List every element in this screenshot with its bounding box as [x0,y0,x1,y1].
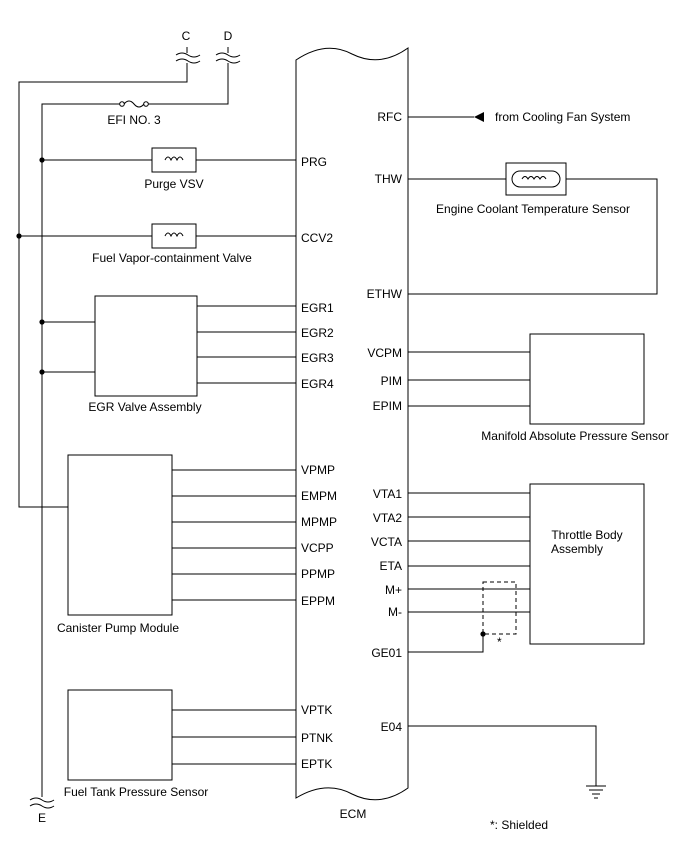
pin-vptk: VPTK [301,703,332,717]
fuel-vapor-valve-symbol [151,223,197,249]
pin-mplus: M+ [385,583,402,597]
pin-vta1: VTA1 [373,487,402,501]
pin-vcpm: VCPM [367,346,402,360]
shielded-note: *: Shielded [490,818,548,832]
fuel-tank-wires [172,709,296,765]
pin-vcpp: VCPP [301,541,334,555]
pin-egr4: EGR4 [301,377,334,391]
pin-vcta: VCTA [371,535,402,549]
ecm-block [295,47,409,801]
shield-outline [482,581,517,635]
right-pin-labels: RFC THW ETHW VCPM PIM EPIM VTA1 VTA2 VCT… [367,110,403,734]
wire-e04 [408,725,597,786]
connector-c-label: C [182,29,191,43]
purge-vsv-symbol [151,147,197,173]
map-sensor-label: Manifold Absolute Pressure Sensor [481,429,668,443]
junction-dots [16,157,45,375]
coolant-sensor-symbol [505,162,567,196]
shield-junction-dot [480,631,486,637]
egr-valve-box [94,295,198,397]
ground-icon [586,785,606,799]
pin-vpmp: VPMP [301,463,335,477]
pin-eppm: EPPM [301,594,335,608]
pin-ccv2: CCV2 [301,231,333,245]
connector-e-label: E [38,811,46,825]
pin-mpmp: MPMP [301,515,337,529]
pin-eta: ETA [380,559,402,573]
pin-ptnk: PTNK [301,731,333,745]
fuse-label: EFI NO. 3 [107,113,161,127]
pin-egr2: EGR2 [301,326,334,340]
connector-e-break-mark [29,797,55,809]
map-sensor-wires [408,351,530,407]
connector-d-label: D [224,29,233,43]
pin-eptk: EPTK [301,757,332,771]
fuel-vapor-valve-label: Fuel Vapor-containment Valve [92,251,252,265]
connector-d-break-mark [215,52,241,64]
pin-epim: EPIM [373,399,402,413]
fuse-icon [119,100,149,108]
pin-vta2: VTA2 [373,511,402,525]
pin-empm: EMPM [301,489,337,503]
pin-thw: THW [375,172,403,186]
pin-ethw: ETHW [367,287,403,301]
canister-pump-box [67,454,173,616]
left-pin-labels: PRG CCV2 EGR1 EGR2 EGR3 EGR4 VPMP EMPM M… [301,155,337,771]
pin-rfc: RFC [377,110,402,124]
coolant-sensor-label: Engine Coolant Temperature Sensor [436,202,630,216]
pin-pim: PIM [381,374,402,388]
fuel-tank-sensor-box [67,689,173,781]
throttle-body-label-line1: Throttle Body [551,528,622,542]
egr-valve-label: EGR Valve Assembly [88,400,201,414]
pin-egr3: EGR3 [301,351,334,365]
egr-wires [197,305,296,384]
coolant-sensor-wires [408,178,658,295]
throttle-body-label-line2: Assembly [551,542,603,556]
pin-egr1: EGR1 [301,301,334,315]
fuel-tank-sensor-label: Fuel Tank Pressure Sensor [64,785,209,799]
purge-vsv-label: Purge VSV [144,177,203,191]
throttle-wires [408,492,530,653]
connector-c-break-mark [175,52,201,64]
pin-prg: PRG [301,155,327,169]
pin-e04: E04 [381,720,403,734]
from-cooling-fan-label: from Cooling Fan System [495,110,630,124]
arrow-left-icon [474,112,484,122]
throttle-body-box [529,483,645,645]
canister-pump-label: Canister Pump Module [57,621,179,635]
shield-asterisk: * [497,635,502,649]
ecm-label: ECM [340,807,367,821]
pin-ge01: GE01 [371,646,402,660]
canister-wires [172,469,296,601]
pin-ppmp: PPMP [301,567,335,581]
pin-mminus: M- [388,605,402,619]
bus-wires [18,47,229,797]
map-sensor-box [529,333,645,425]
